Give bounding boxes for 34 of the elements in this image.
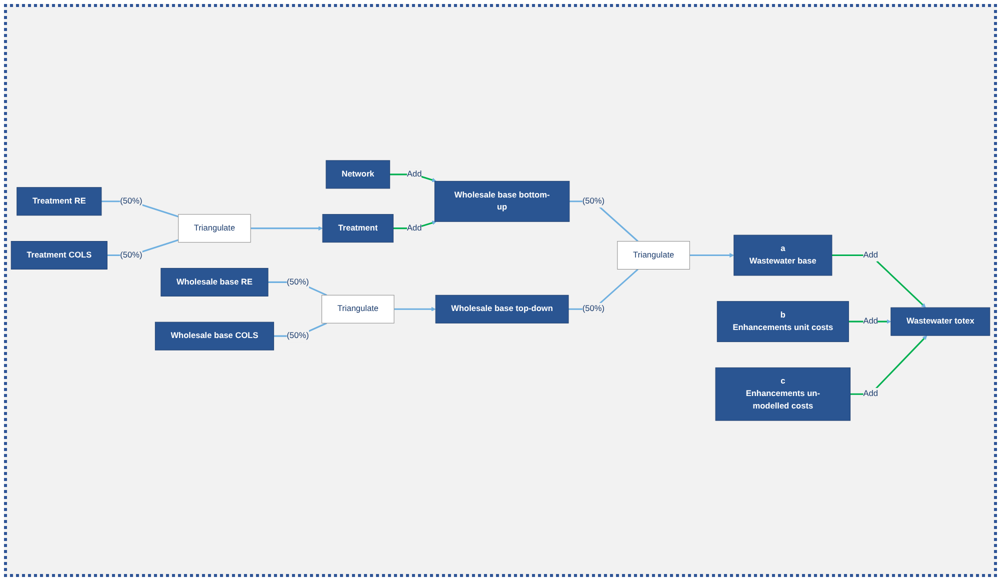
edge-label: (50%) [582, 196, 604, 206]
node-box: Treatment RE [16, 187, 102, 216]
node-box: Wholesale base RE [160, 268, 268, 296]
node-box: Wastewater totex [890, 307, 990, 336]
node-box: c Enhancements un-modelled costs [715, 367, 851, 421]
connector [568, 268, 638, 310]
node-box: Treatment COLS [10, 241, 108, 270]
edge-label: Add [407, 170, 422, 179]
arrow [250, 226, 323, 231]
edge-label: (50%) [286, 331, 309, 340]
node-box: Network [326, 160, 390, 189]
edge-label: (50%) [120, 196, 142, 206]
edge-label: (50%) [120, 250, 142, 260]
edge-label: Add [863, 389, 878, 398]
node-box: Triangulate [178, 214, 251, 243]
arrow [832, 254, 926, 308]
arrow [394, 306, 436, 312]
node-box: Triangulate [617, 241, 690, 270]
arrow [850, 335, 928, 395]
node-box: Wholesale base bottom-up [434, 180, 570, 222]
node-box: a Wastewater base [734, 234, 832, 276]
edge-label: Add [407, 224, 422, 232]
connector [569, 200, 638, 242]
edge-label: (50%) [582, 304, 604, 314]
node-box: Wholesale base top-down [435, 294, 569, 324]
node-box: b Enhancements unit costs [716, 301, 849, 342]
node-box: Treatment [322, 214, 394, 243]
node-box: Triangulate [322, 294, 394, 324]
node-box: Wholesale base COLS [154, 322, 274, 350]
arrow [690, 253, 734, 258]
edge-label: Add [863, 316, 878, 326]
connector [101, 200, 179, 218]
edge-label: (50%) [286, 278, 309, 286]
edge-label: Add [863, 250, 878, 260]
